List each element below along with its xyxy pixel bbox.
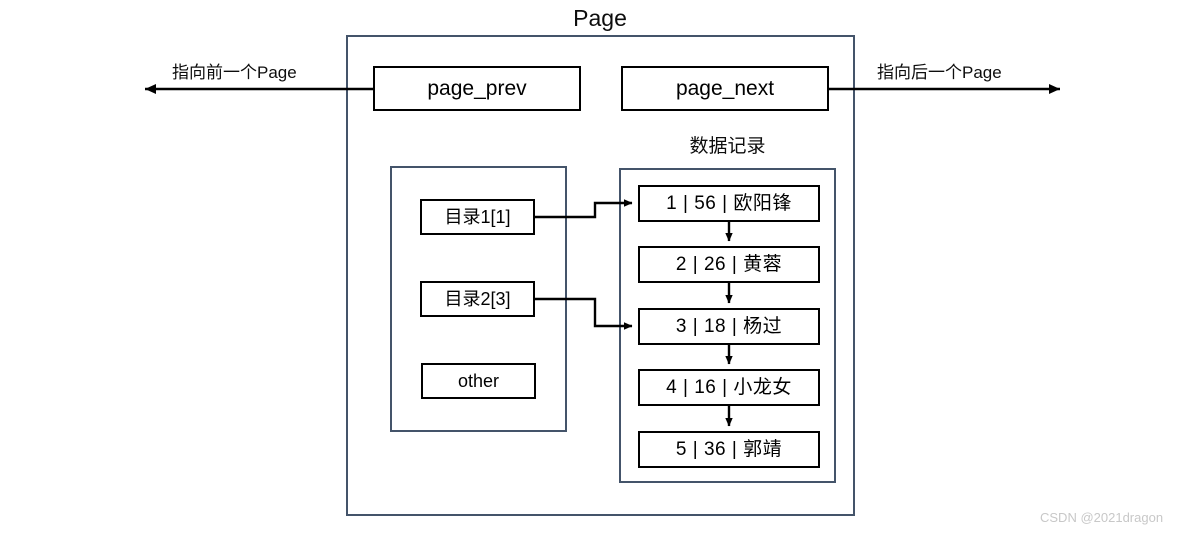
page-prev-node[interactable]: page_prev (373, 66, 581, 111)
record-row[interactable]: 1 | 56 | 欧阳锋 (638, 185, 820, 222)
directory-entry-other[interactable]: other (421, 363, 536, 399)
records-caption: 数据记录 (689, 136, 766, 157)
record-row[interactable]: 3 | 18 | 杨过 (638, 308, 820, 345)
next-pointer-label: 指向后一个Page (877, 63, 1002, 82)
record-row[interactable]: 2 | 26 | 黄蓉 (638, 246, 820, 283)
page-title: Page (573, 5, 627, 31)
page-next-node[interactable]: page_next (621, 66, 829, 111)
record-row[interactable]: 4 | 16 | 小龙女 (638, 369, 820, 406)
directory-entry-2[interactable]: 目录2[3] (420, 281, 535, 317)
page-container (346, 35, 855, 516)
prev-pointer-label: 指向前一个Page (172, 63, 297, 82)
directory-entry-1[interactable]: 目录1[1] (420, 199, 535, 235)
watermark: CSDN @2021dragon (1040, 510, 1164, 525)
record-row[interactable]: 5 | 36 | 郭靖 (638, 431, 820, 468)
